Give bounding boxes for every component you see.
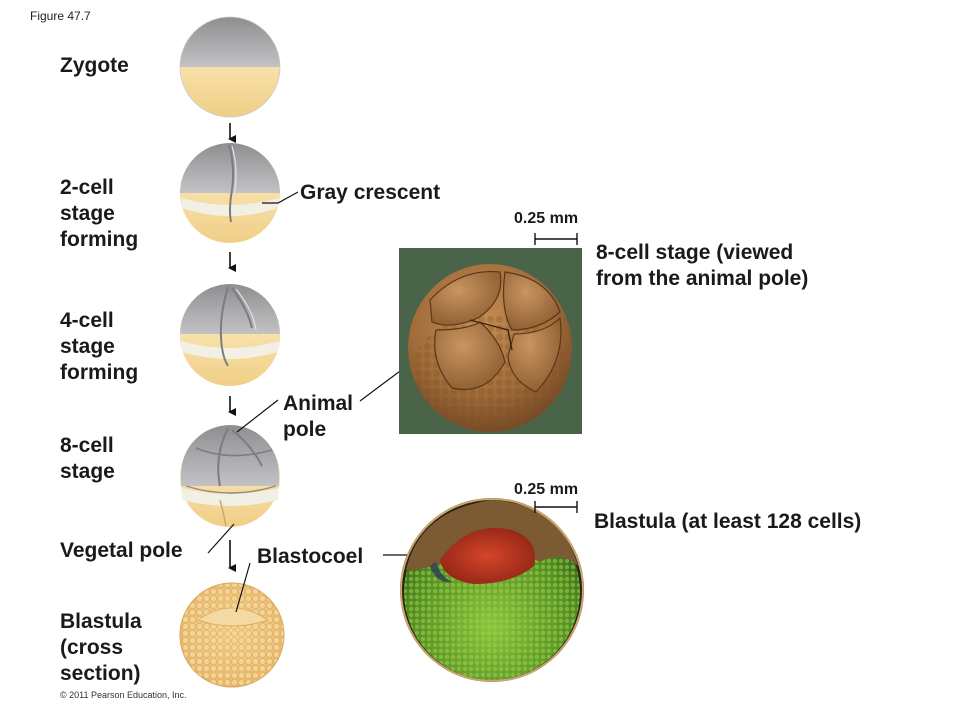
scale-bar-blastula-label: 0.25 mm bbox=[514, 481, 578, 499]
four-cell-label-line: forming bbox=[60, 360, 138, 386]
four-cell-label-line: 4-cell bbox=[60, 308, 138, 334]
blastula-micrograph bbox=[400, 498, 584, 682]
eight-cell-label: 8-cell stage bbox=[60, 433, 115, 485]
eight-cell-micrograph-caption: 8-cell stage (viewed from the animal pol… bbox=[596, 240, 808, 292]
blastula-label-line: Blastula bbox=[60, 609, 142, 635]
animal-pole-label-line: Animal bbox=[283, 391, 353, 417]
zygote-label: Zygote bbox=[60, 53, 129, 79]
eight-cell-caption-line: 8-cell stage (viewed bbox=[596, 240, 808, 266]
two-cell-label-line: forming bbox=[60, 227, 138, 253]
figure-label: Figure 47.7 bbox=[30, 9, 91, 23]
four-cell-label-line: stage bbox=[60, 334, 138, 360]
two-cell-label: 2-cell stage forming bbox=[60, 175, 138, 253]
blastula-cross-section-drawing bbox=[180, 583, 284, 687]
eight-cell-caption-line: from the animal pole) bbox=[596, 266, 808, 292]
two-cell-label-line: 2-cell bbox=[60, 175, 138, 201]
animal-pole-label-line: pole bbox=[283, 417, 353, 443]
two-cell-drawing bbox=[180, 143, 280, 243]
blastocoel-label: Blastocoel bbox=[257, 544, 363, 570]
eight-cell-label-line: stage bbox=[60, 459, 115, 485]
blastula-micrograph-caption: Blastula (at least 128 cells) bbox=[594, 509, 861, 535]
four-cell-drawing bbox=[180, 284, 280, 386]
animal-pole-label: Animal pole bbox=[283, 391, 353, 443]
eight-cell-micrograph bbox=[399, 248, 582, 434]
eight-cell-label-line: 8-cell bbox=[60, 433, 115, 459]
blastula-label-line: section) bbox=[60, 661, 142, 687]
animal-pole-leader-left bbox=[237, 400, 278, 432]
scale-bar-blastula bbox=[535, 501, 577, 513]
scale-bar-eight-cell bbox=[535, 233, 577, 245]
two-cell-label-line: stage bbox=[60, 201, 138, 227]
scale-bar-eight-cell-label: 0.25 mm bbox=[514, 210, 578, 228]
blastula-label-line: (cross bbox=[60, 635, 142, 661]
four-cell-label: 4-cell stage forming bbox=[60, 308, 138, 386]
zygote-drawing bbox=[180, 17, 280, 117]
eight-cell-drawing bbox=[180, 425, 280, 527]
blastula-label: Blastula (cross section) bbox=[60, 609, 142, 687]
vegetal-pole-label: Vegetal pole bbox=[60, 538, 183, 564]
gray-crescent-label: Gray crescent bbox=[300, 180, 440, 206]
copyright-notice: © 2011 Pearson Education, Inc. bbox=[60, 690, 187, 700]
